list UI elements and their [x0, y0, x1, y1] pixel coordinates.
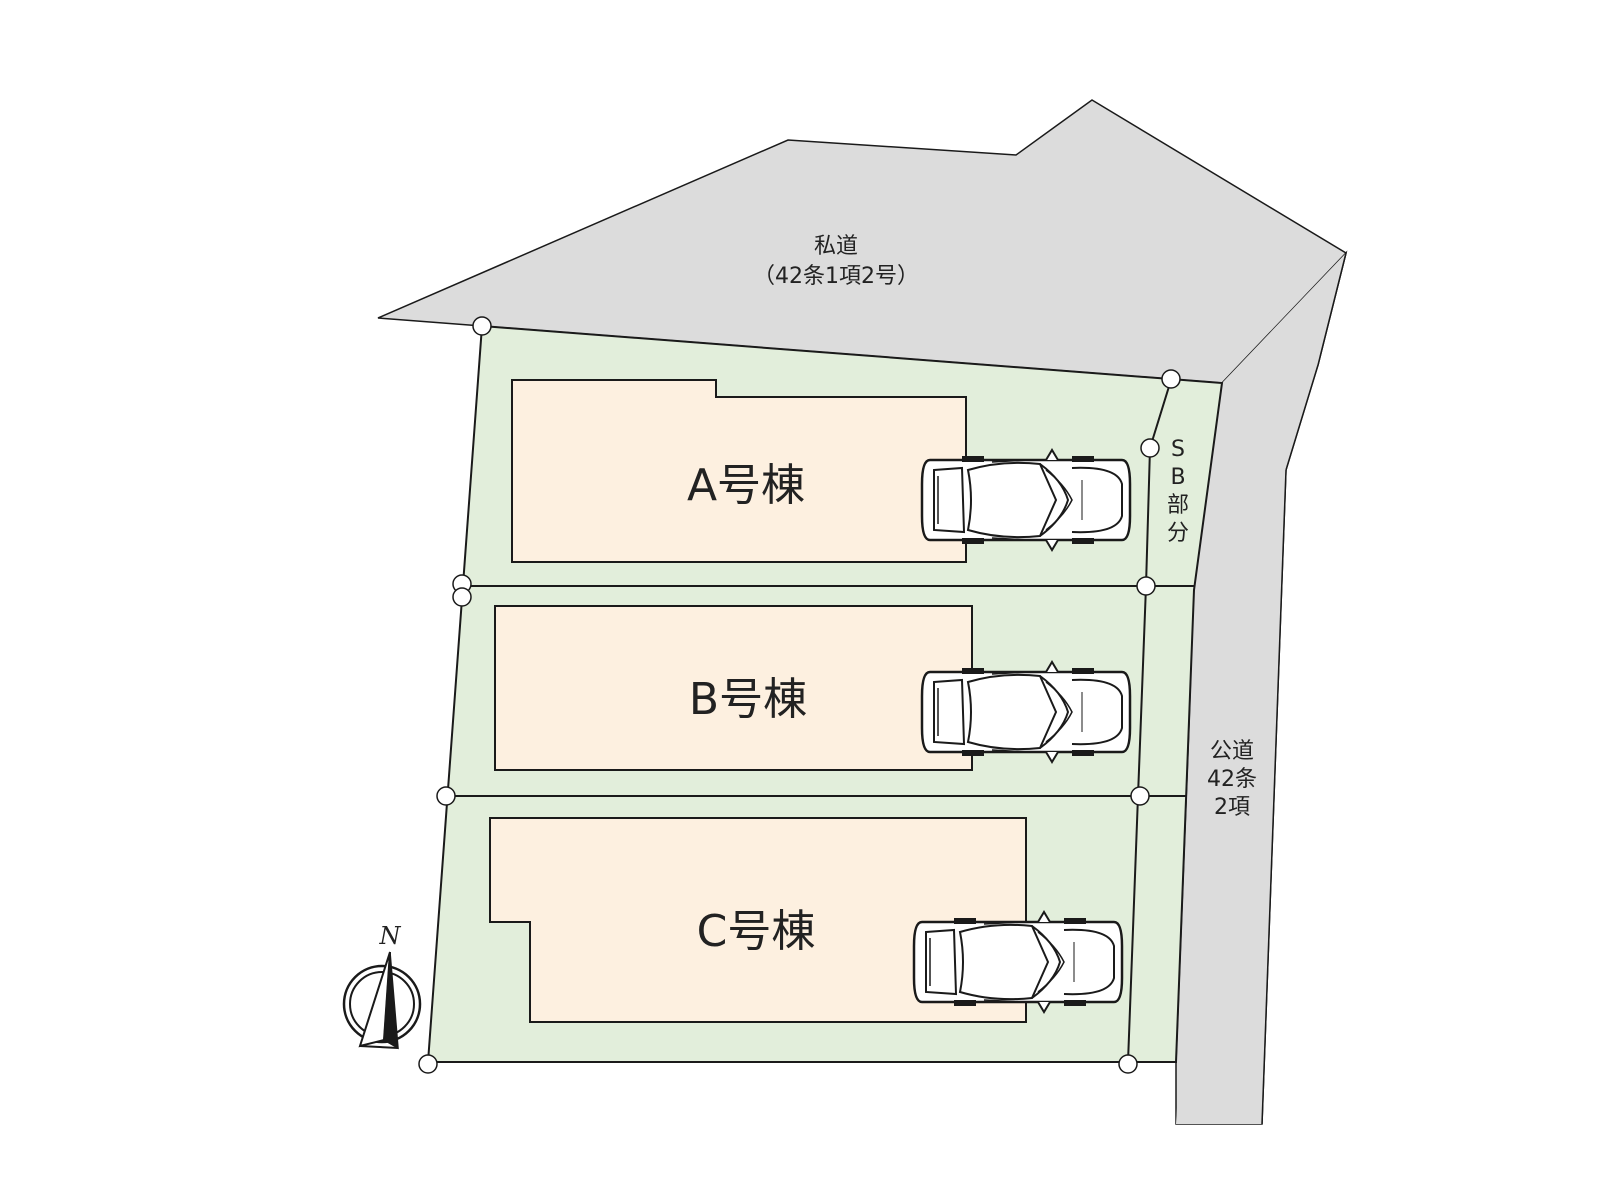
public-road-label-line1: 公道 [1210, 739, 1254, 764]
public-road-label-line2: 42条 [1207, 767, 1257, 792]
car-icon-b [920, 660, 1132, 764]
building-b-footprint [494, 605, 973, 771]
boundary-marker [1161, 369, 1181, 389]
private-road-detail: （42条1項2号） [753, 264, 919, 289]
compass-north-label: N [379, 922, 402, 950]
boundary-markers [418, 316, 1181, 1074]
building-b-label: B号棟 [689, 674, 807, 725]
public-road-label-line3: 2項 [1214, 795, 1250, 820]
boundary-marker [1136, 576, 1156, 596]
boundary-marker [1140, 438, 1160, 458]
building-a-footprint [511, 379, 967, 563]
boundary-marker [452, 587, 472, 607]
car-icon-c [912, 910, 1124, 1014]
north-compass-icon: N [342, 922, 422, 1050]
building-a-label: A号棟 [687, 460, 805, 511]
boundary-marker [472, 316, 492, 336]
car-icon-a [920, 448, 1132, 552]
building-c-label: C号棟 [697, 906, 816, 957]
boundary-marker [436, 786, 456, 806]
setback-label-b: B [1170, 465, 1185, 490]
setback-label-s: S [1171, 437, 1185, 462]
setback-label-bun: 分 [1167, 521, 1189, 546]
boundary-marker [1130, 786, 1150, 806]
private-road-label: 私道 [814, 234, 858, 259]
building-c-footprint [489, 817, 1027, 1023]
setback-label-bu: 部 [1167, 493, 1189, 518]
boundary-marker [1118, 1054, 1138, 1074]
boundary-marker [418, 1054, 438, 1074]
